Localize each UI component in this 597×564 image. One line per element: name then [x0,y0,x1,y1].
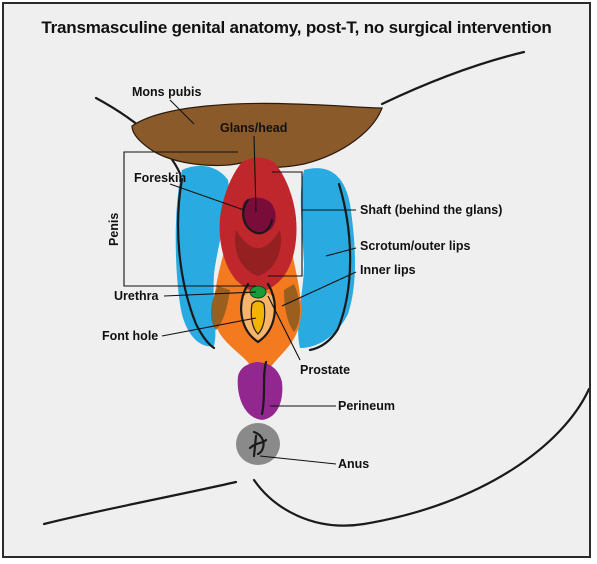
label-anus: Anus [338,457,369,471]
perineum-shape [237,362,283,420]
urethra-leader [163,291,257,297]
diagram-frame: Transmasculine genital anatomy, post-T, … [2,2,591,558]
label-font-hole: Font hole [102,329,158,343]
right-outer-lip-shape [298,168,355,348]
penis-bracket [123,151,256,287]
left-outer-lip-edge [176,177,216,350]
shaft-box [268,171,303,277]
front-hole-shape [250,300,266,335]
label-inner-lips: Inner lips [360,263,416,277]
diagram-title: Transmasculine genital anatomy, post-T, … [41,18,552,37]
glans-shape [242,197,276,235]
vestibule-outline [240,282,276,344]
label-glans-head: Glans/head [220,121,287,135]
inner-lip-shading-left [210,286,230,330]
foreskin-leader [169,183,245,211]
right-thigh-outline [252,387,589,527]
glans-head-leader [253,135,257,213]
label-prostate: Prostate [300,363,350,377]
inner-lips-leader [281,271,357,307]
anus-leader [259,455,337,465]
perineum-raphe [260,360,268,416]
foreskin-inner-fold [234,230,282,276]
label-perineum: Perineum [338,399,395,413]
font-hole-leader [161,317,257,337]
anatomy-diagram: Mons pubis Glans/head Foreskin Shaft (be… [42,50,589,527]
label-urethra: Urethra [114,289,160,303]
label-shaft: Shaft (behind the glans) [360,203,502,217]
anus-detail [248,430,268,458]
label-foreskin: Foreskin [134,171,186,185]
label-scrotum-outer-lips: Scrotum/outer lips [360,239,470,253]
label-penis: Penis [107,213,121,246]
right-outer-lip-edge [308,182,352,352]
mons-pubis-shape [131,102,383,168]
mons-pubis-leader [169,99,195,125]
inner-lip-shading-right [284,284,300,332]
scrotum-leader [325,247,357,257]
left-buttock-outline [42,480,238,526]
label-mons-pubis: Mons pubis [132,85,201,99]
prostate-leader [267,295,301,361]
right-hip-outline [380,50,526,106]
